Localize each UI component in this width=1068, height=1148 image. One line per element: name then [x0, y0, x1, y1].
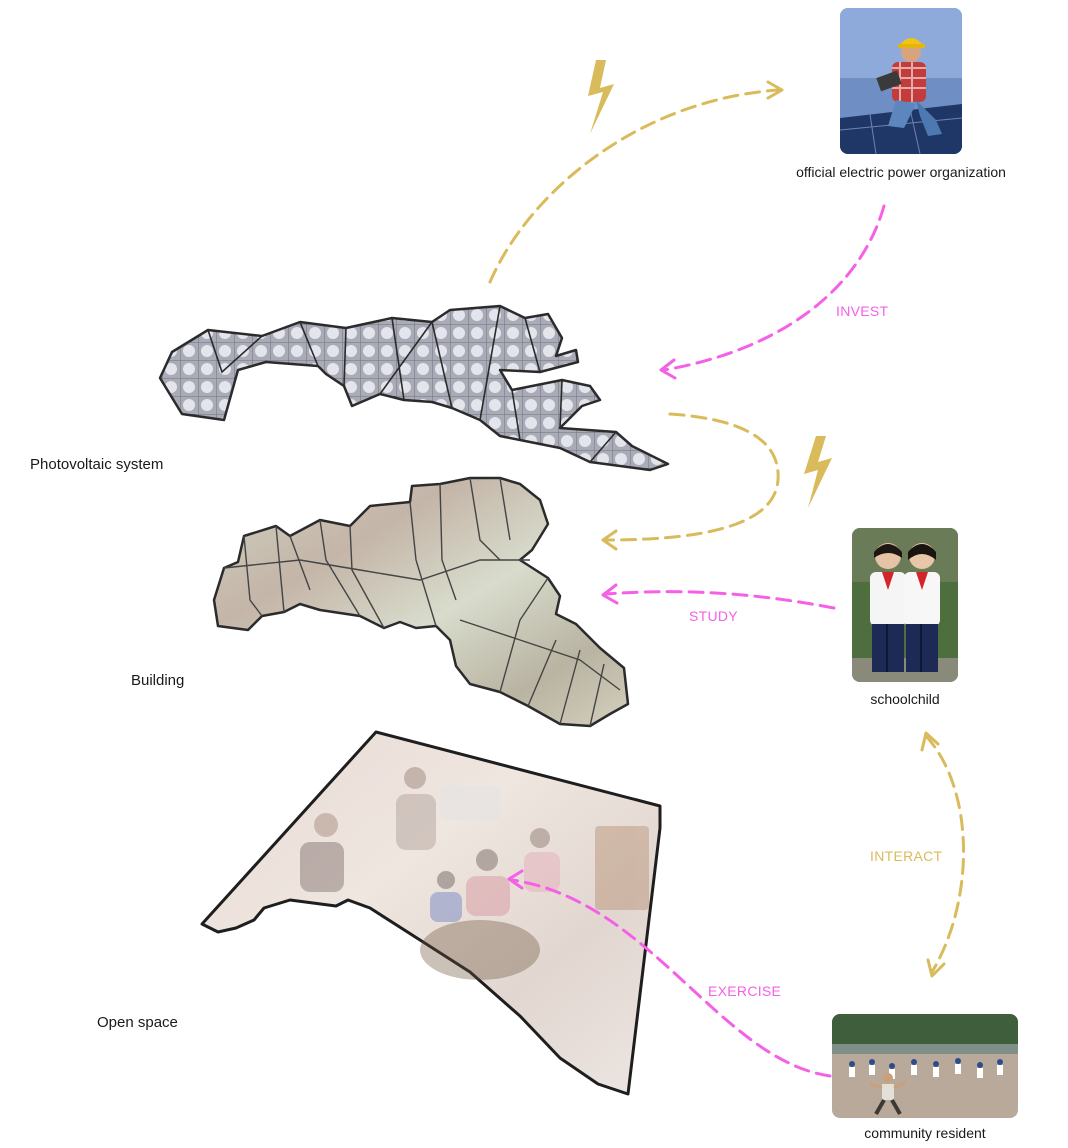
building-layer: [212, 476, 630, 728]
resident-label: community resident: [864, 1125, 986, 1141]
photovoltaic-roof-shape: [158, 304, 670, 472]
power-org-label: official electric power organization: [796, 164, 1006, 180]
invest-label: INVEST: [836, 303, 889, 319]
open-space-shape: [200, 730, 662, 1096]
building-layer-label: Building: [131, 672, 185, 689]
arrowhead-invest: [659, 358, 677, 380]
open-space-layer-label: Open space: [97, 1014, 178, 1031]
arrowhead-building-energy: [601, 529, 618, 551]
open-space-figures: [300, 767, 649, 980]
open-space-layer: [200, 730, 662, 1096]
energy-flow-pv-to-building: [604, 412, 780, 542]
children-photo: [852, 528, 958, 682]
study-flow: [604, 590, 836, 610]
interact-label: INTERACT: [870, 848, 943, 864]
worker-photo: [840, 8, 962, 154]
arrowhead-exercise: [507, 869, 524, 890]
lightning-bolt-icon: [588, 60, 614, 134]
lightning-bolt-icon: [804, 436, 832, 508]
arrowhead-interact-bottom: [926, 958, 946, 978]
residents-photo: [832, 1014, 1018, 1118]
interact-flow: [924, 734, 966, 974]
arrowhead-interact-top: [920, 731, 940, 752]
schoolchild-label: schoolchild: [870, 691, 940, 707]
study-label: STUDY: [689, 608, 738, 624]
exercise-flow: [510, 878, 832, 1078]
building-shape: [212, 476, 630, 728]
photovoltaic-layer-label: Photovoltaic system: [30, 456, 164, 473]
energy-flow-to-power-org: [488, 88, 780, 284]
invest-flow: [662, 204, 886, 372]
exercise-label: EXERCISE: [708, 983, 782, 999]
arrowhead-power-org: [766, 80, 784, 100]
arrowhead-study: [601, 583, 619, 605]
photovoltaic-layer: [158, 304, 670, 472]
